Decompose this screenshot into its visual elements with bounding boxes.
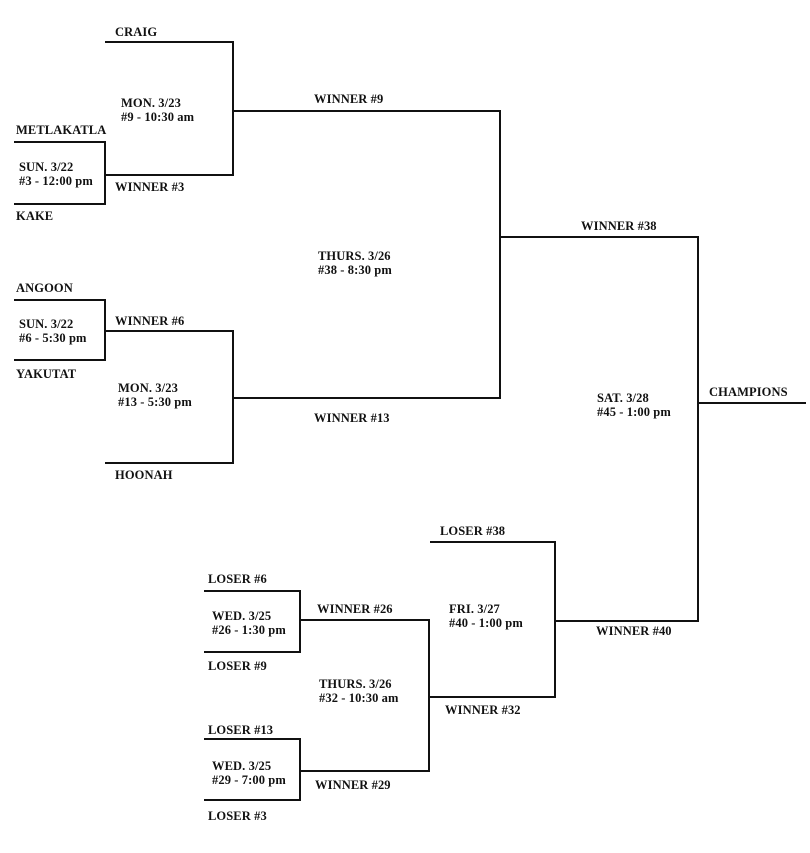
bracket-line <box>233 110 501 112</box>
bracket-line <box>232 330 234 464</box>
bracket-line <box>14 203 106 205</box>
slot-winner-3: WINNER #3 <box>115 180 185 194</box>
bracket-line <box>105 41 234 43</box>
game-29-day: WED. 3/25 <box>212 759 272 773</box>
slot-winner-29: WINNER #29 <box>315 778 391 792</box>
slot-winner-13: WINNER #13 <box>314 411 390 425</box>
slot-winner-9: WINNER #9 <box>314 92 384 106</box>
bracket-line <box>429 696 556 698</box>
team-craig: CRAIG <box>115 25 158 39</box>
bracket-line <box>104 299 106 361</box>
team-yakutat: YAKUTAT <box>16 367 77 381</box>
team-angoon: ANGOON <box>16 281 73 295</box>
bracket-line <box>698 402 806 404</box>
game-29-info: #29 - 7:00 pm <box>212 773 286 787</box>
slot-loser-9: LOSER #9 <box>208 659 267 673</box>
bracket-line <box>300 619 430 621</box>
bracket-line <box>500 236 699 238</box>
team-hoonah: HOONAH <box>115 468 173 482</box>
game-38-day: THURS. 3/26 <box>318 249 391 263</box>
bracket-line <box>105 330 234 332</box>
slot-winner-40: WINNER #40 <box>596 624 672 638</box>
game-3-day: SUN. 3/22 <box>19 160 74 174</box>
game-3-info: #3 - 12:00 pm <box>19 174 93 188</box>
bracket-line <box>204 738 301 740</box>
game-26-day: WED. 3/25 <box>212 609 272 623</box>
bracket-line <box>14 299 106 301</box>
bracket-line <box>300 770 430 772</box>
game-13-info: #13 - 5:30 pm <box>118 395 192 409</box>
slot-winner-32: WINNER #32 <box>445 703 521 717</box>
bracket-line <box>428 619 430 772</box>
bracket-line <box>105 174 234 176</box>
game-38-info: #38 - 8:30 pm <box>318 263 392 277</box>
bracket-line <box>232 41 234 176</box>
slot-champions: CHAMPIONS <box>709 385 788 399</box>
game-6-info: #6 - 5:30 pm <box>19 331 87 345</box>
slot-loser-6: LOSER #6 <box>208 572 267 586</box>
bracket-line <box>299 738 301 801</box>
team-metlakatla: METLAKATLA <box>16 123 107 137</box>
slot-winner-38: WINNER #38 <box>581 219 657 233</box>
slot-loser-13: LOSER #13 <box>208 723 274 737</box>
bracket-line <box>499 110 501 399</box>
game-26-info: #26 - 1:30 pm <box>212 623 286 637</box>
bracket-line <box>555 620 698 622</box>
game-32-day: THURS. 3/26 <box>319 677 392 691</box>
slot-winner-26: WINNER #26 <box>317 602 393 616</box>
bracket-line <box>105 462 234 464</box>
game-9-day: MON. 3/23 <box>121 96 181 110</box>
game-40-info: #40 - 1:00 pm <box>449 616 523 630</box>
game-9-info: #9 - 10:30 am <box>121 110 195 124</box>
slot-loser-38: LOSER #38 <box>440 524 506 538</box>
bracket-line <box>204 651 301 653</box>
bracket-line <box>430 541 556 543</box>
slot-loser-3: LOSER #3 <box>208 809 267 823</box>
bracket-line <box>554 541 556 698</box>
game-40-day: FRI. 3/27 <box>449 602 500 616</box>
bracket-line <box>697 236 699 622</box>
bracket-line <box>204 799 301 801</box>
bracket-line <box>14 141 106 143</box>
game-45-day: SAT. 3/28 <box>597 391 649 405</box>
bracket-line <box>14 359 106 361</box>
game-6-day: SUN. 3/22 <box>19 317 74 331</box>
team-kake: KAKE <box>16 209 54 223</box>
bracket-line <box>204 590 301 592</box>
slot-winner-6: WINNER #6 <box>115 314 185 328</box>
game-32-info: #32 - 10:30 am <box>319 691 399 705</box>
bracket-line <box>299 590 301 653</box>
bracket-line <box>233 397 501 399</box>
game-13-day: MON. 3/23 <box>118 381 178 395</box>
bracket-line <box>104 141 106 205</box>
game-45-info: #45 - 1:00 pm <box>597 405 671 419</box>
